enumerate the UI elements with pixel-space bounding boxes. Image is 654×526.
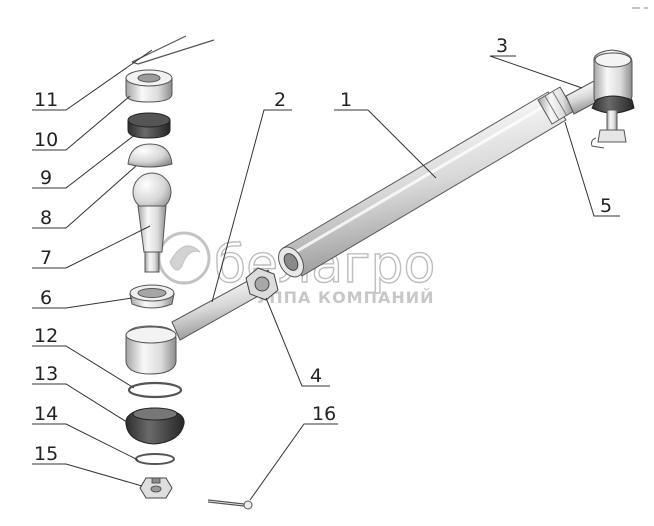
leader-12: [32, 345, 135, 389]
ball-pin-stem: [137, 205, 167, 253]
callout-15: 15: [34, 443, 58, 465]
part-castle-nut: [139, 477, 173, 499]
leader-15: [32, 463, 143, 487]
leader-4: [265, 297, 330, 387]
part-cotter-wire: [131, 35, 215, 65]
leader-7: [32, 225, 151, 269]
leader-5: [564, 121, 620, 217]
tube-highlight: [291, 99, 554, 256]
part-dome-insert: [127, 143, 173, 168]
clamp-rib: [544, 95, 560, 121]
part-retaining-ring: [127, 381, 183, 399]
callout-9: 9: [40, 167, 52, 189]
callout-16: 16: [312, 403, 336, 425]
callout-12: 12: [34, 325, 58, 347]
bearing-cup-hollow: [137, 288, 167, 298]
seal-top: [127, 112, 171, 128]
dome-insert-shape: [127, 143, 173, 168]
leader-lines: [32, 49, 620, 501]
tube-left-bore: [283, 253, 299, 271]
part-bearing-cup: [129, 284, 175, 309]
retaining-ring-shape: [127, 381, 183, 399]
part-seal: [127, 112, 171, 139]
cotter-pin-eye: [243, 500, 253, 510]
part-tube: [278, 91, 567, 278]
callout-5: 5: [600, 195, 612, 217]
leader-8: [32, 165, 137, 229]
right-end-cotter-pin-icon: [591, 137, 605, 149]
leader-6: [32, 297, 133, 309]
callout-2: 2: [274, 89, 286, 111]
leader-3: [489, 55, 583, 89]
callout-1: 1: [340, 89, 352, 111]
leader-9: [32, 133, 137, 189]
watermark-tagline: ГРУППА КОМПАНИЙ: [232, 288, 435, 307]
right-end-stud: [606, 109, 618, 131]
callout-6: 6: [40, 287, 52, 309]
part-lock-nut: [245, 267, 279, 301]
cotter-wire-shape: [131, 35, 215, 65]
leader-16: [249, 423, 338, 501]
part-snap-ring: [135, 453, 175, 465]
right-end-boot: [591, 95, 635, 114]
cotter-pin-shape: [207, 499, 245, 507]
right-end-nut: [597, 129, 627, 143]
part-ball-pin: [132, 172, 172, 273]
callout-8: 8: [40, 207, 52, 229]
leader-11: [32, 49, 153, 111]
callout-3: 3: [496, 35, 508, 57]
part-clamp: [537, 86, 575, 125]
castle-nut-bore: [150, 485, 162, 493]
clamp-rib-2: [552, 91, 568, 117]
callout-11: 11: [34, 89, 58, 111]
part-right-tie-rod-end: [565, 49, 635, 149]
callout-4: 4: [310, 365, 322, 387]
leader-14: [32, 423, 139, 461]
callout-13: 13: [34, 363, 58, 385]
callout-14: 14: [34, 403, 58, 425]
ball-pin-thread: [144, 251, 160, 273]
lock-nut-bore: [254, 276, 270, 292]
ball-pin-ball: [132, 172, 172, 212]
watermark-logo-swirl-icon: [169, 245, 201, 271]
right-end-head-top: [594, 52, 632, 68]
callout-7: 7: [40, 247, 52, 269]
leader-13: [32, 383, 131, 425]
castle-nut-slot: [151, 477, 161, 484]
snap-ring-shape: [135, 453, 175, 465]
leader-1: [334, 109, 437, 179]
leader-2: [211, 109, 292, 303]
cap-hole: [137, 73, 161, 83]
dust-boot-top: [132, 407, 178, 421]
part-cotter-pin: [207, 499, 253, 510]
part-dust-boot: [125, 407, 185, 445]
part-cap: [125, 69, 173, 103]
callout-10: 10: [34, 129, 58, 151]
leader-10: [32, 95, 131, 151]
left-rod-head-top: [125, 326, 177, 344]
callout-labels: 1 2 3 4 5 6 7 8 9 10 11 12 13 14 15 16: [34, 35, 612, 465]
